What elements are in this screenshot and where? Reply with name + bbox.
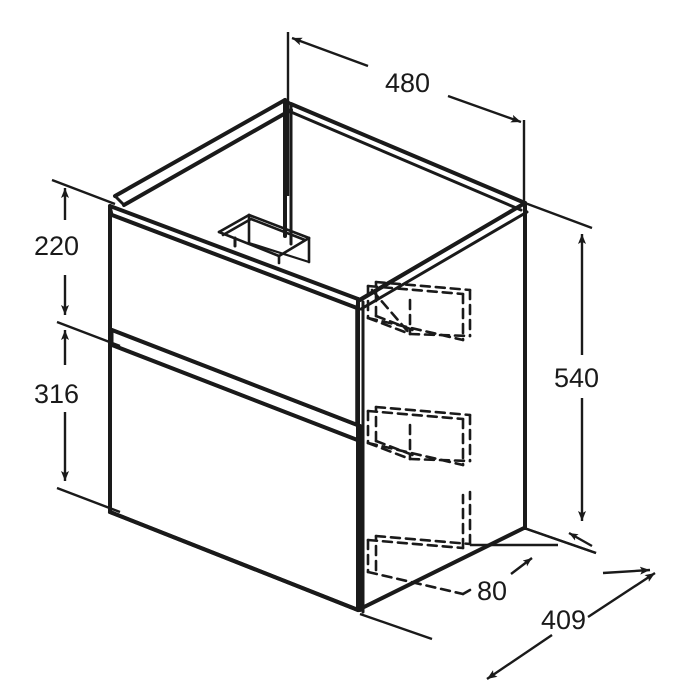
dimension-label-480: 480 xyxy=(385,68,430,98)
dimension-409 xyxy=(359,526,656,680)
hidden-drawer-box-outlines xyxy=(366,280,472,596)
dimension-label-80: 80 xyxy=(477,576,507,606)
cabinet-right-side-panel xyxy=(356,201,527,614)
dimension-label-316: 316 xyxy=(34,379,79,409)
ext-line-409-bottom xyxy=(359,612,433,641)
dimension-316 xyxy=(56,330,121,514)
dimension-220 xyxy=(51,178,121,348)
arrow-409-in xyxy=(568,531,593,548)
cabinet-top-panel xyxy=(108,98,529,311)
drawer-gap-groove xyxy=(110,328,362,443)
arrow-80 xyxy=(510,557,533,575)
lower-drawer-front xyxy=(108,343,362,612)
arrow-409-right xyxy=(602,566,651,575)
arrow-480-right xyxy=(447,94,522,124)
dimension-80 xyxy=(470,543,558,575)
dimension-480 xyxy=(286,32,526,203)
dimension-label-409: 409 xyxy=(541,605,586,635)
dimension-label-540: 540 xyxy=(554,363,599,393)
cabinet-body xyxy=(108,98,529,614)
ext-line-409-top xyxy=(523,526,597,555)
arrow-409-up xyxy=(587,571,656,619)
arrow-480-left xyxy=(291,36,369,68)
ext-line-316-bottom xyxy=(56,486,121,514)
cabinet-left-side-panel xyxy=(108,204,360,612)
siphon-cut-out-box xyxy=(217,213,311,265)
dimension-label-220: 220 xyxy=(34,231,79,261)
ext-line-220-bottom xyxy=(56,320,121,348)
arrow-409-down xyxy=(486,634,553,680)
ext-line-220-top xyxy=(51,178,116,206)
ext-line-540-top xyxy=(524,201,593,230)
